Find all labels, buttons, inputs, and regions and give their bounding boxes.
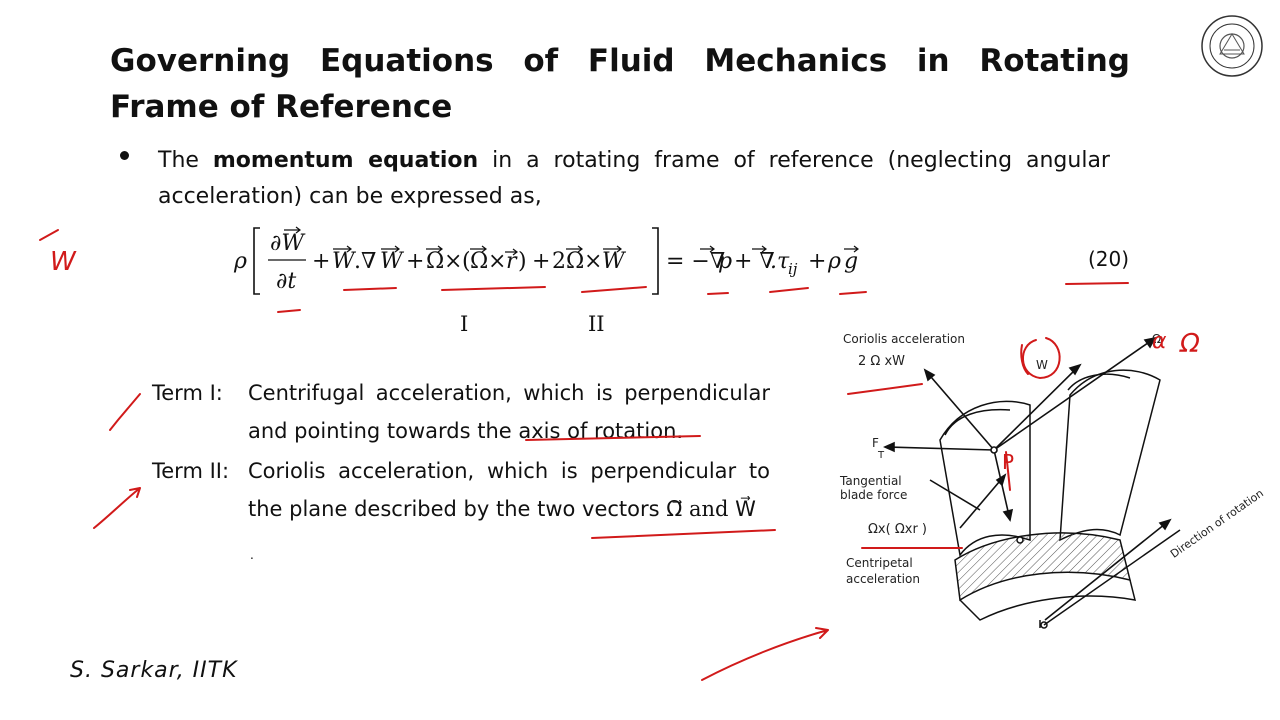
author-signature: S. Sarkar, IITK xyxy=(70,658,238,683)
svg-text:+: + xyxy=(808,249,826,274)
term-two-text: Coriolis acceleration, which is perpendi… xyxy=(248,452,770,528)
ft-label: F xyxy=(872,436,879,450)
svg-text:ρ: ρ xyxy=(827,249,841,274)
coriolis-label: Coriolis acceleration xyxy=(843,332,965,346)
omega-vector-label: Ω xyxy=(1152,332,1162,346)
stray-dot: . xyxy=(250,548,254,562)
tangential-label: Tangential xyxy=(840,474,902,488)
slide-title: Governing Equations of Fluid Mechanics i… xyxy=(110,43,1130,125)
bullet-text: The momentum equation in a rotating fram… xyxy=(158,143,1110,215)
term-two-label: Term II: xyxy=(152,459,230,483)
svg-text:+: + xyxy=(406,249,424,274)
svg-text:∂W: ∂W xyxy=(270,231,306,256)
bullet-dot xyxy=(120,151,129,160)
term-two-vectors: Ω⃗ and W⃗ xyxy=(666,497,756,521)
term-two-marker: II xyxy=(588,312,605,336)
svg-text:g: g xyxy=(844,249,858,274)
svg-text:Ω: Ω xyxy=(470,249,488,274)
term-one: Term I: Centrifugal acceleration, which … xyxy=(0,374,800,454)
svg-text:.∇: .∇ xyxy=(354,249,376,274)
bullet-text-post: in a rotating frame of reference (neglec… xyxy=(158,148,1110,209)
svg-text:×: × xyxy=(444,249,462,274)
svg-text:+ ∇: + ∇ xyxy=(734,249,775,274)
iit-kanpur-logo xyxy=(1201,15,1263,77)
handwritten-w: W xyxy=(50,247,77,277)
term-one-text: Centrifugal acceleration, which is perpe… xyxy=(248,374,770,450)
svg-text:Ω: Ω xyxy=(426,249,444,274)
svg-text:p: p xyxy=(718,249,732,274)
svg-text:ij: ij xyxy=(788,260,798,278)
term-one-text-main: Centrifugal acceleration, which is perpe… xyxy=(248,381,770,443)
svg-text:W: W xyxy=(332,249,357,274)
svg-text:.τ: .τ xyxy=(770,249,790,274)
centripetal-expression: Ωx( Ωxr ) xyxy=(868,522,928,537)
term-two-text-main: Coriolis acceleration, which is perpendi… xyxy=(248,459,770,521)
svg-text:+: + xyxy=(312,249,330,274)
svg-text:+: + xyxy=(532,249,550,274)
blade-diagram: Coriolis acceleration 2 Ω xW W Ω F T Tan… xyxy=(830,310,1280,670)
svg-text:Ω: Ω xyxy=(566,249,584,274)
svg-text:×: × xyxy=(488,249,506,274)
ft-subscript: T xyxy=(878,450,885,461)
bullet-text-pre: The xyxy=(158,148,213,173)
axis-of-rotation-text: axis of rotation. xyxy=(518,419,684,443)
term-one-label: Term I: xyxy=(152,381,223,405)
svg-text:r: r xyxy=(506,249,518,274)
blade-diagram-drawing xyxy=(883,336,1181,629)
term-two: Term II: Coriolis acceleration, which is… xyxy=(0,452,800,532)
svg-text:(: ( xyxy=(462,249,471,274)
svg-text:ρ: ρ xyxy=(233,249,247,274)
svg-text:×: × xyxy=(584,249,602,274)
centripetal-label: Centripetal xyxy=(846,556,913,570)
svg-text:= −∇: = −∇ xyxy=(666,249,725,274)
w-vector-label: W xyxy=(1036,358,1048,372)
svg-text:2: 2 xyxy=(552,249,566,274)
svg-text:): ) xyxy=(518,249,527,274)
svg-text:W: W xyxy=(602,249,627,274)
blade-force-label: blade force xyxy=(840,488,908,502)
coriolis-expression: 2 Ω xW xyxy=(858,354,906,369)
svg-text:W: W xyxy=(380,249,405,274)
term-one-marker: I xyxy=(460,312,469,336)
equation-number: (20) xyxy=(1088,247,1130,271)
point-p-label: P xyxy=(1002,450,1015,474)
acceleration-label: acceleration xyxy=(846,572,920,586)
svg-text:∂t: ∂t xyxy=(276,269,296,294)
bullet-text-bold: momentum equation xyxy=(212,148,479,173)
momentum-equation: ρ ∂W ∂t + W .∇ W + Ω × ( Ω × r ) + 2 Ω ×… xyxy=(233,226,859,295)
